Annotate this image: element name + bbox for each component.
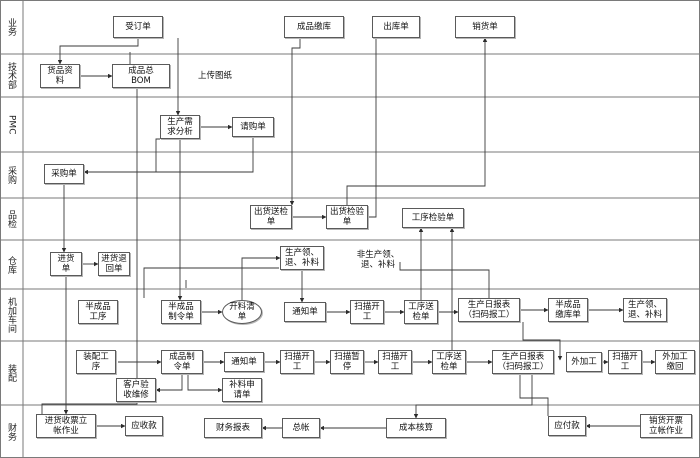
node-qinggoudan: 请购单: [232, 117, 274, 137]
lane-label-caiwu: 财务: [6, 422, 16, 441]
node-chuhuosongjian: 出货送检 单: [250, 205, 292, 229]
node-songjian-j: 工序送 检单: [404, 300, 438, 324]
node-waijiagong: 外加工: [566, 352, 602, 372]
lane-label-yewu: 业务: [6, 18, 16, 36]
node-chuhuojianyan: 出货检验 单: [326, 205, 368, 229]
node-tongzhidan-z: 通知单: [224, 352, 264, 372]
node-banchengpin-zl: 半成品 制令单: [161, 300, 201, 324]
node-saomiao-w: 扫描开 工: [608, 350, 642, 374]
node-banchengpin-gx: 半成品 工序: [78, 300, 118, 324]
node-yingfukuan: 应付款: [548, 416, 586, 436]
lane-label-jijia: 机加车间: [6, 297, 16, 333]
lane-label-caigou: 采购: [6, 166, 16, 184]
node-xiaohuokaipiao: 销货开票 立帐作业: [640, 414, 692, 438]
node-bcp-jiaoku: 半成品 缴库单: [548, 298, 588, 322]
node-gongxujianyan: 工序检验单: [402, 208, 464, 228]
node-kailiaoqingdan: 开料清 单: [222, 300, 262, 324]
node-shangchuantuzhi: 上传图纸: [198, 71, 233, 81]
node-chukudan: 出库单: [372, 16, 420, 38]
node-kehuyanshou: 客户验 收维修: [116, 378, 156, 402]
node-chengpinzhiling: 成品制 令单: [161, 350, 203, 374]
node-saomiao-z: 扫描开 工: [280, 350, 314, 374]
node-saomiao-z2: 扫描开 工: [378, 350, 412, 374]
node-shoudingdan: 受订单: [113, 16, 163, 38]
node-jinhuoshoupiao: 进货收票立 帐作业: [36, 414, 96, 438]
node-chengbenhesuan: 成本核算: [386, 418, 446, 438]
node-caiwubaobiao: 财务报表: [204, 418, 262, 438]
node-shengchanling: 生产领、 退、补料: [280, 246, 324, 270]
node-shengchanling2: 生产领、 退、补料: [623, 298, 667, 322]
node-songjian-z: 工序送 检单: [432, 350, 466, 374]
node-chengpinjiaoku: 成品缴库: [284, 16, 344, 38]
node-saomiao-j: 扫描开 工: [350, 300, 384, 324]
node-tongzhidan-j: 通知单: [284, 302, 326, 322]
node-xuqiufenxi: 生产需 求分析: [160, 115, 200, 139]
lane-label-zhuangpei: 装配: [6, 364, 16, 382]
node-yingshoukuan: 应收款: [125, 416, 163, 436]
lane-label-pinjian: 品检: [6, 210, 16, 228]
node-zongzhang: 总帐: [282, 418, 320, 438]
node-feishengchanling: 非生产领、 退、补料: [356, 250, 400, 270]
node-jinhuotui: 进货退 回单: [98, 252, 130, 276]
node-zhuangpeigongxu: 装配工 序: [76, 350, 116, 374]
node-bom: 成品总 BOM: [112, 64, 170, 88]
node-buliaoshen: 补料申 请单: [222, 378, 262, 402]
node-saomiaozanting: 扫描暂 停: [330, 350, 364, 374]
lane-label-jishu: 技术部: [6, 62, 16, 89]
lane-label-pmc: PMC: [6, 114, 17, 135]
lane-label-cangku: 仓库: [6, 255, 16, 274]
node-ribao-z: 生产日报表 （扫码报工）: [492, 350, 554, 374]
node-jinhuodan: 进货 单: [50, 252, 82, 276]
node-ribao-j: 生产日报表 （扫码报工）: [458, 298, 520, 322]
node-huopinziliao: 货品资 料: [40, 64, 80, 88]
node-caigoudan: 采购单: [44, 164, 84, 184]
node-waijiagongjiaohui: 外加工 缴回: [655, 350, 695, 374]
node-xiaohuodan: 销货单: [455, 16, 515, 38]
